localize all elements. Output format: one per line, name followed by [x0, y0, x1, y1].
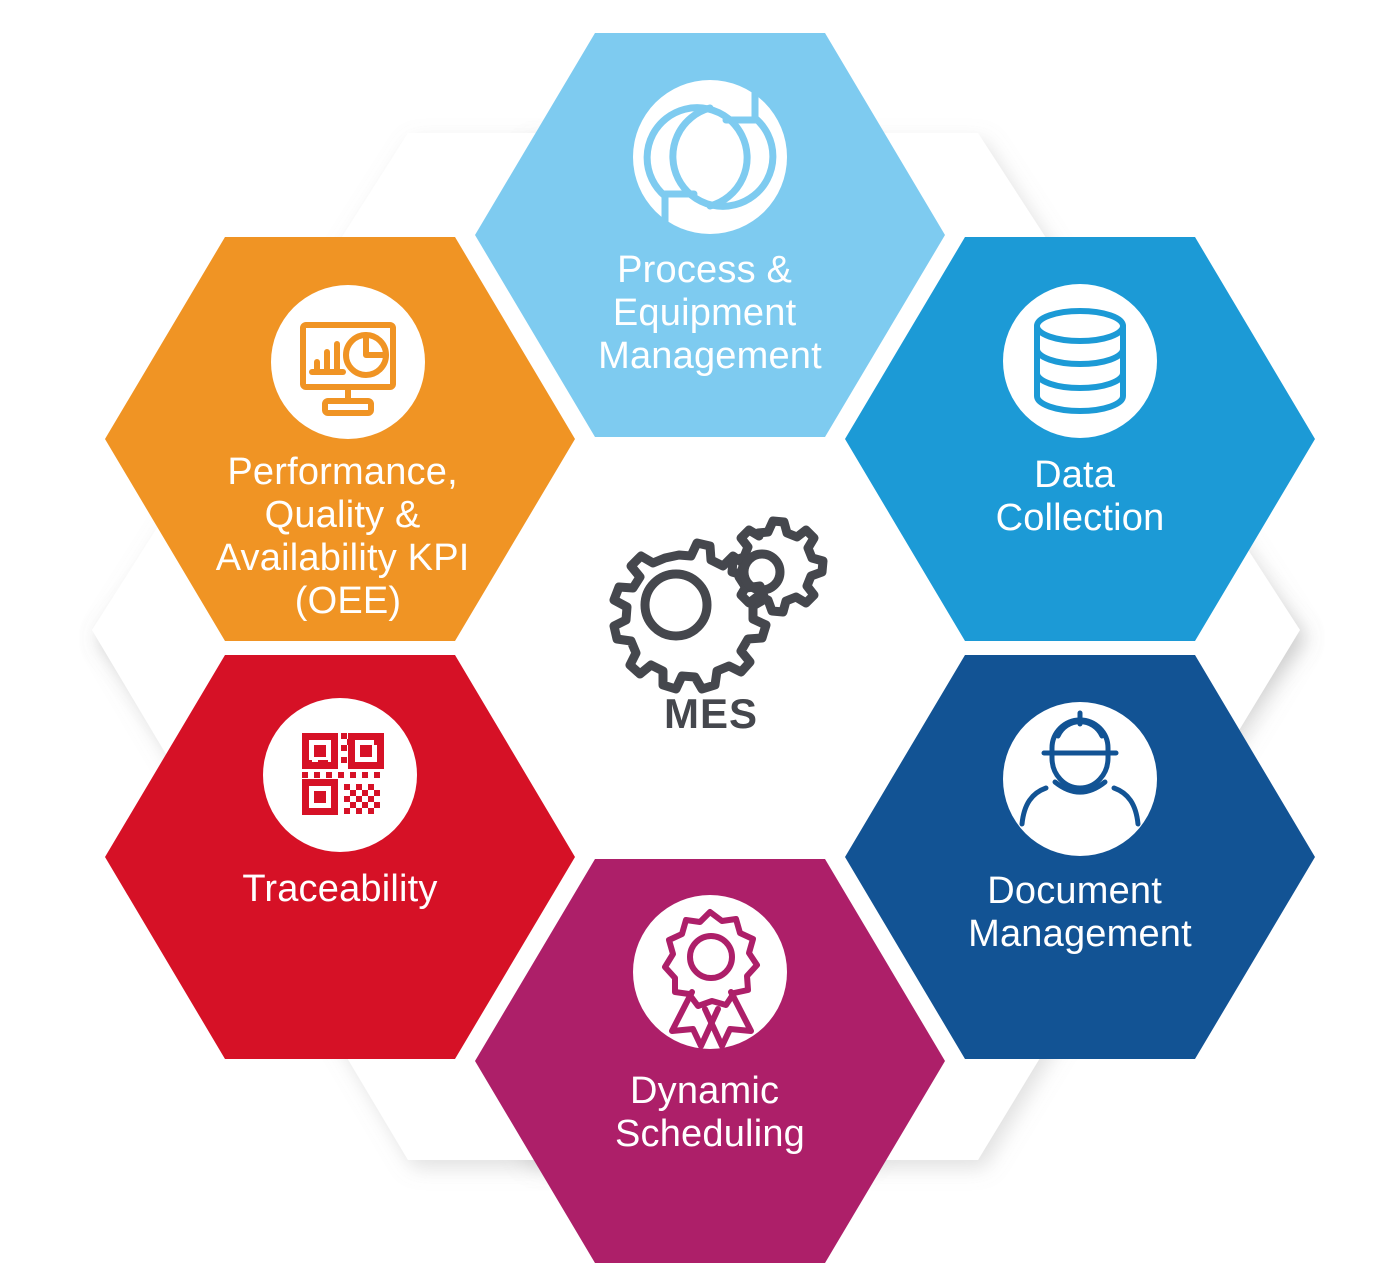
gears-icon — [609, 516, 828, 694]
hex-dynamic-scheduling[interactable]: Dynamic Scheduling — [475, 859, 945, 1263]
hex-traceability[interactable]: Traceability — [105, 655, 575, 1059]
icon-circle-document-management — [1003, 702, 1157, 856]
hex-shape-performance-quality-availability-kpi[interactable] — [105, 237, 575, 641]
hex-shape-traceability[interactable] — [105, 655, 575, 1059]
hex-document-management[interactable]: Document Management — [845, 655, 1315, 1059]
hex-shape-data-collection[interactable] — [845, 237, 1315, 641]
hex-label-document-management: Document Management — [968, 870, 1192, 955]
hex-label-dynamic-scheduling: Dynamic Scheduling — [615, 1070, 805, 1155]
hex-label-performance-quality-availability-kpi: Performance, Quality & Availability KPI … — [216, 451, 481, 622]
worker-helmet-icon — [1019, 710, 1141, 827]
hex-label-data-collection: Data Collection — [996, 454, 1165, 539]
hex-data-collection[interactable]: Data Collection — [845, 237, 1315, 641]
hex-shape-document-management[interactable] — [845, 655, 1315, 1059]
hex-performance-quality-availability-kpi[interactable]: Performance, Quality & Availability KPI … — [105, 237, 575, 641]
hex-shape-dynamic-scheduling[interactable] — [475, 859, 945, 1263]
hex-label-process-equipment-management: Process & Equipment Management — [598, 249, 822, 377]
icon-circle-process-equipment-management — [633, 80, 787, 234]
refresh-cycle-icon — [643, 86, 777, 228]
hex-shape-process-equipment-management[interactable] — [475, 33, 945, 437]
center-mes-node: MES — [609, 516, 828, 737]
dashboard-monitor-icon — [300, 322, 396, 416]
qr-code-icon — [302, 733, 384, 815]
award-ribbon-icon — [662, 909, 760, 1049]
icon-circle-dynamic-scheduling — [633, 895, 787, 1049]
database-icon — [1034, 308, 1126, 414]
hex-label-traceability: Traceability — [242, 868, 437, 910]
center-mes-label: MES — [664, 690, 758, 737]
hex-process-equipment-management[interactable]: Process & Equipment Management — [475, 33, 945, 437]
